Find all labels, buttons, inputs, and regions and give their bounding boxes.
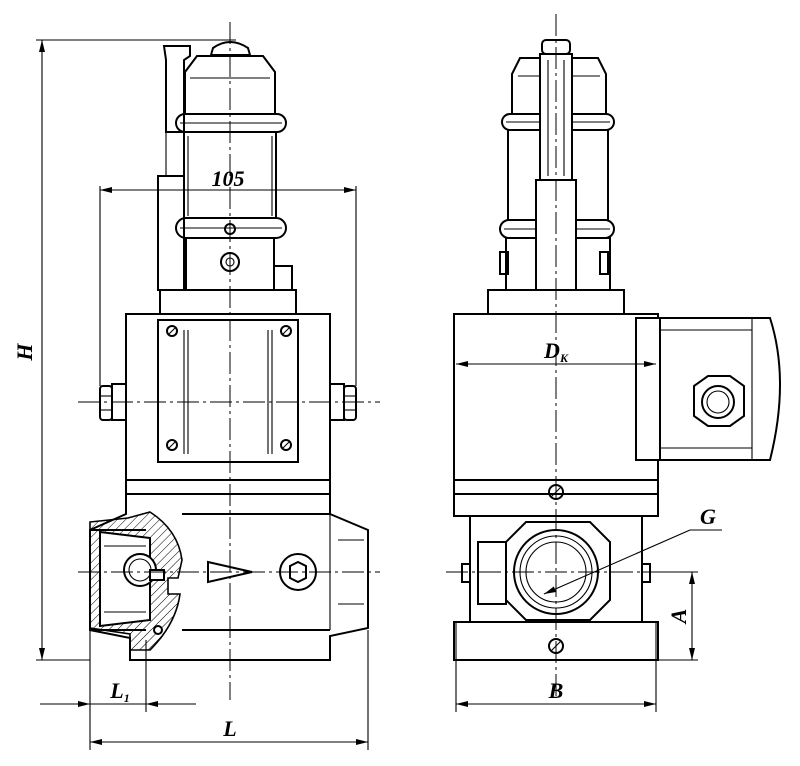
front-cover-screws (166, 325, 292, 451)
l1-sub: 1 (124, 691, 130, 705)
front-view (78, 22, 380, 700)
front-valve-body (89, 493, 369, 661)
dimension-label-dk: DK (543, 338, 569, 365)
dimension-label-l1: L1 (109, 678, 129, 705)
dimension-label-g: G (700, 504, 716, 529)
dimension-label-h: H (12, 343, 37, 362)
dimension-label-a: A (666, 609, 691, 626)
dimensions: H 105 DK G A B L1 L (12, 39, 722, 750)
side-coil-box (453, 313, 781, 495)
junction-box (635, 317, 781, 461)
front-actuator (157, 41, 297, 315)
dimension-label-b: B (548, 678, 564, 703)
dk-sub: K (559, 351, 569, 365)
side-view (446, 14, 781, 700)
dimension-label-105: 105 (212, 166, 245, 191)
dk-main: D (543, 338, 560, 363)
dimension-label-l: L (222, 716, 236, 741)
l1-main: L (109, 678, 123, 703)
front-coil-box (99, 313, 357, 495)
